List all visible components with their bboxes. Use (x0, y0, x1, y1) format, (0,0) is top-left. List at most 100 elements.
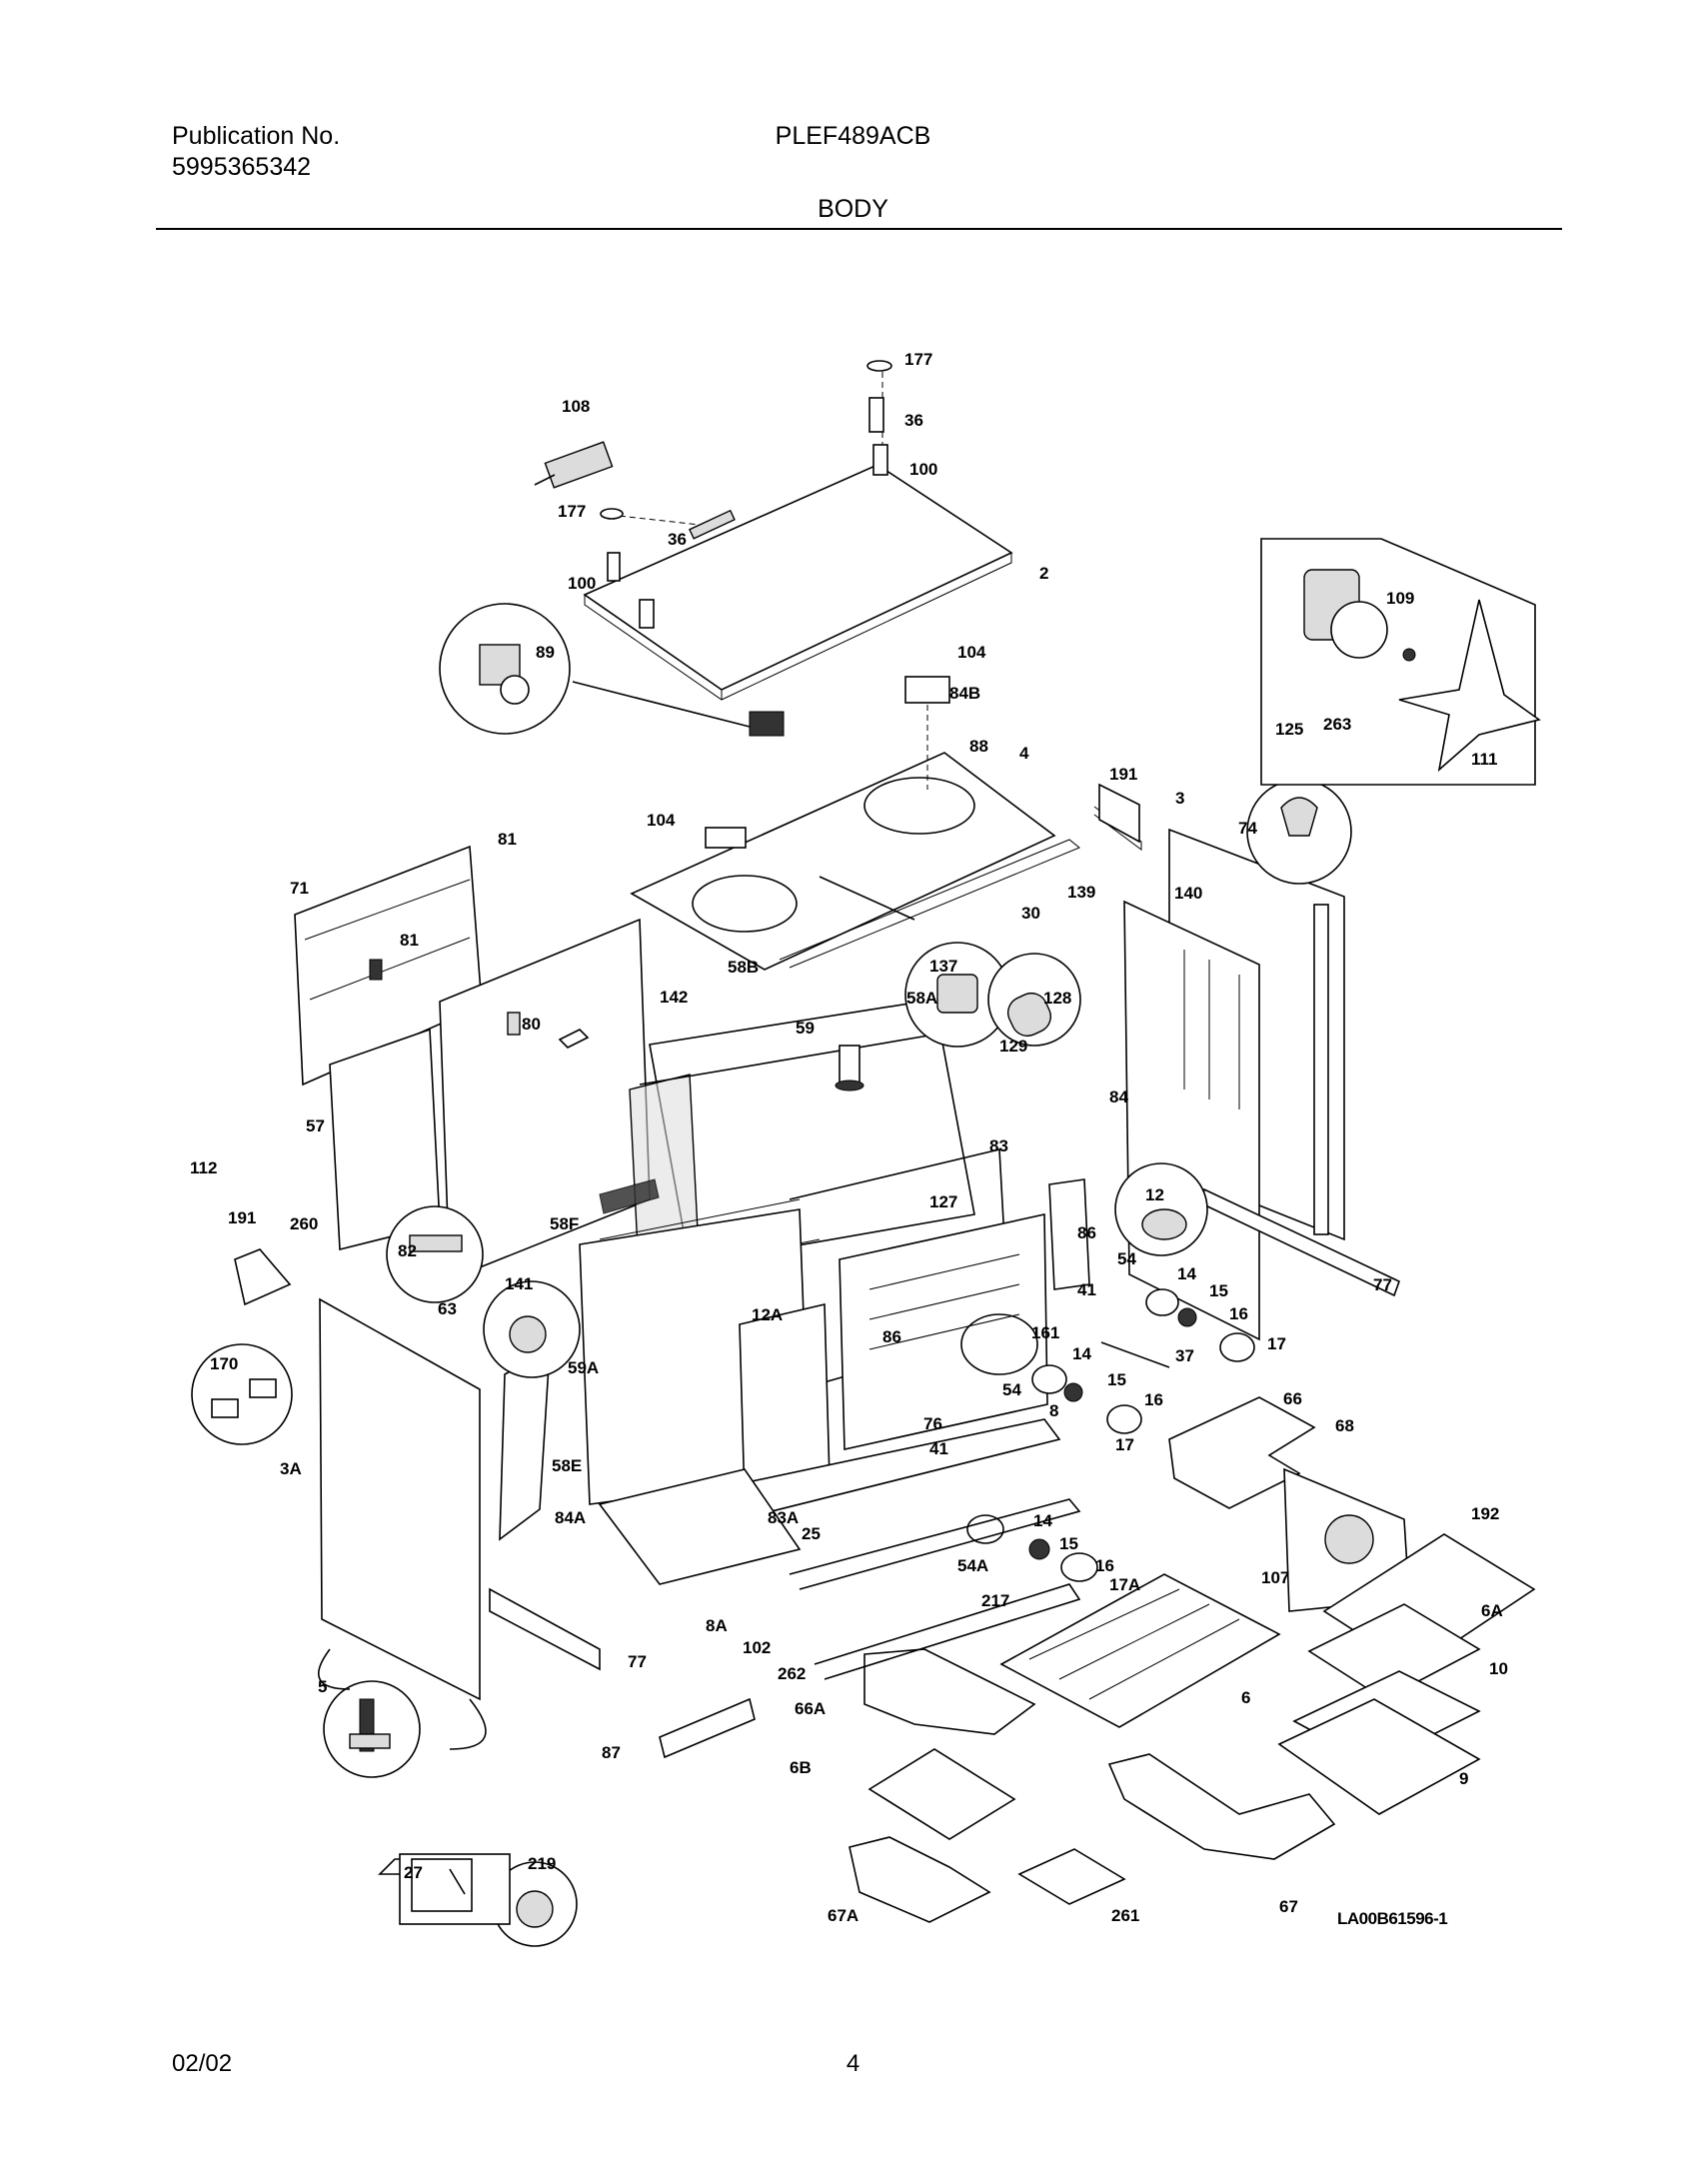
callout-label: 140 (1174, 884, 1202, 903)
callout-label: 16 (1144, 1390, 1163, 1409)
callout-label: 263 (1323, 715, 1351, 734)
callout-label: 191 (228, 1208, 256, 1227)
callout-label: 83 (989, 1136, 1008, 1155)
drawing-number: LA00B61596-1 (1337, 1909, 1447, 1928)
callout-label: 25 (802, 1524, 821, 1543)
callout-label: 161 (1031, 1323, 1059, 1342)
callout-label: 6 (1241, 1688, 1250, 1707)
callout-label: 66A (795, 1699, 826, 1718)
callout-label: 80 (522, 1015, 541, 1034)
callout-label: 89 (536, 643, 555, 662)
callout-label: 112 (190, 1158, 217, 1177)
callout-label: 14 (1177, 1264, 1196, 1283)
callout-label: 59A (568, 1358, 599, 1377)
callout-label: 54A (957, 1556, 988, 1575)
callout-label: 15 (1209, 1281, 1228, 1300)
lower-cavity (579, 1178, 1090, 1585)
callout-label: 58A (906, 989, 937, 1008)
callout-label: 219 (528, 1854, 556, 1873)
callout-label: 84 (1109, 1088, 1128, 1106)
callout-label: 63 (438, 1299, 457, 1318)
callout-label: 54 (1117, 1249, 1136, 1268)
footer-date: 02/02 (172, 2050, 233, 2077)
callout-label: 104 (647, 811, 676, 830)
callout-label: 3A (280, 1459, 302, 1478)
callout-label: 8 (1049, 1401, 1058, 1420)
callout-label: 111 (1471, 750, 1498, 769)
callout-label: 10 (1489, 1659, 1508, 1678)
callout-label: 128 (1043, 989, 1071, 1008)
callout-label: 88 (969, 737, 988, 756)
callout-label: 100 (909, 460, 937, 479)
callout-label: 15 (1059, 1534, 1078, 1553)
callout-label: 36 (904, 411, 923, 430)
callout-label: 9 (1459, 1769, 1468, 1788)
callout-label: 41 (1077, 1280, 1096, 1299)
callout-label: 81 (400, 931, 419, 950)
callout-label: 74 (1238, 819, 1257, 838)
callout-label: 12A (752, 1305, 783, 1324)
callout-label: 3 (1175, 789, 1184, 808)
callout-label: 66 (1283, 1389, 1302, 1408)
callout-label: 84A (555, 1508, 586, 1527)
callout-label: 4 (1019, 744, 1029, 763)
callout-label: 127 (929, 1192, 957, 1211)
callout-label: 137 (929, 957, 957, 976)
callout-label: 16 (1229, 1304, 1248, 1323)
cooktop-support (630, 676, 1142, 971)
callout-label: 81 (498, 830, 517, 849)
callout-label: 54 (1002, 1380, 1021, 1399)
callout-label: 6A (1481, 1601, 1503, 1620)
callout-label: 141 (505, 1274, 533, 1293)
callout-label: 71 (290, 879, 309, 898)
callout-label: 17A (1109, 1575, 1140, 1594)
callout-label: 12 (1145, 1185, 1164, 1204)
callout-label: 262 (778, 1664, 806, 1683)
callout-label: 102 (743, 1638, 771, 1657)
callout-label: 87 (602, 1743, 621, 1762)
callout-label: 177 (904, 350, 932, 369)
model-number: PLEF489ACB (775, 122, 931, 150)
lamp-assemblies (966, 1288, 1255, 1582)
callout-label: 108 (562, 397, 590, 416)
callout-label: 67A (828, 1906, 858, 1925)
detail-circles (191, 779, 1352, 1947)
callout-label: 15 (1107, 1370, 1126, 1389)
callout-label: 260 (290, 1214, 318, 1233)
callout-label: 67 (1279, 1897, 1298, 1916)
callout-label: 57 (306, 1116, 325, 1135)
callout-label: 177 (558, 502, 586, 521)
callout-label: 30 (1021, 904, 1040, 923)
callout-label: 82 (398, 1241, 417, 1260)
callout-label: 27 (404, 1863, 423, 1882)
callout-label: 77 (628, 1652, 647, 1671)
callout-label: 104 (957, 643, 986, 662)
callout-label: 8A (706, 1616, 728, 1635)
callout-label: 129 (999, 1037, 1027, 1056)
callout-label: 58B (728, 958, 759, 977)
callout-label: 100 (568, 574, 596, 593)
elements-and-racks (789, 1396, 1536, 1923)
header-rule (156, 228, 1562, 230)
callout-label: 191 (1109, 765, 1137, 784)
callout-label: 59 (796, 1019, 815, 1038)
publication-number: 5995365342 (172, 153, 312, 181)
callout-label: 107 (1261, 1568, 1289, 1587)
callout-label: 37 (1175, 1346, 1194, 1365)
right-side-panels (1098, 783, 1400, 1341)
page-number: 4 (846, 2050, 860, 2077)
callout-label: 41 (929, 1439, 948, 1458)
left-side-panel (234, 1248, 756, 1759)
back-panels (294, 845, 651, 1281)
callout-label: 6B (790, 1758, 812, 1777)
callout-label: 77 (1373, 1275, 1392, 1294)
callout-label: 217 (981, 1591, 1009, 1610)
callout-label: 36 (668, 530, 687, 549)
callout-label: 192 (1471, 1504, 1499, 1523)
callout-label: 109 (1386, 589, 1414, 608)
callout-label: 76 (923, 1414, 942, 1433)
leveler-detail (318, 1648, 511, 1925)
callout-label: 14 (1033, 1511, 1052, 1530)
part-callout-labels: 177 108 36 100 177 100 36 2 89 104 84B 4… (190, 350, 1508, 1928)
